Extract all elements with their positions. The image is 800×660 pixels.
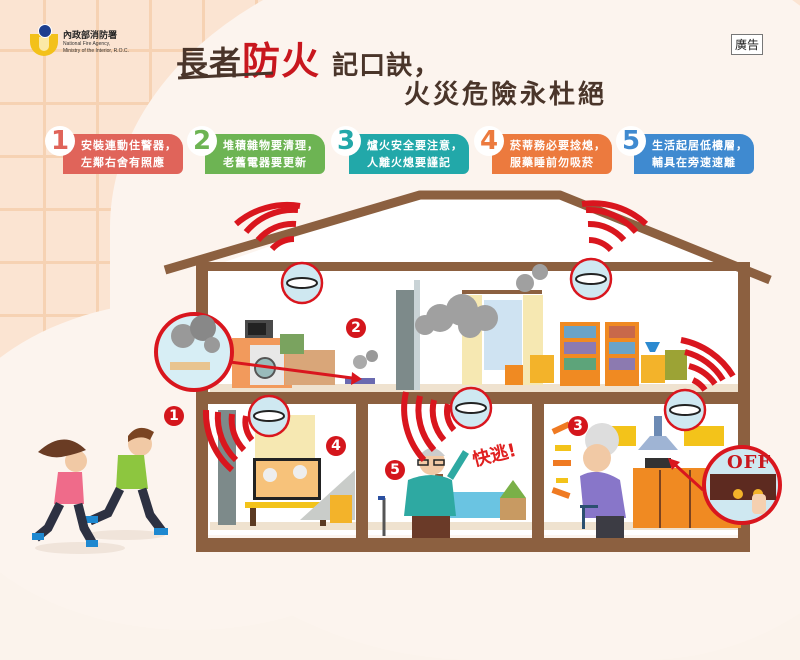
tip-number: 2 — [187, 126, 217, 156]
tip-number: 3 — [331, 126, 361, 156]
agency-name-en: Ministry of the Interior, R.O.C. — [63, 47, 129, 54]
tip-number: 1 — [45, 126, 75, 156]
phoenix-emblem-icon — [30, 24, 58, 58]
scene-label-3: 3 — [568, 416, 588, 436]
agency-name-en: National Fire Agency, — [63, 40, 111, 47]
running-people-illustration — [32, 427, 168, 554]
title-highlight: 防火 — [242, 38, 321, 83]
stove-off-sign: OFF — [727, 452, 772, 473]
scene-label-5: 5 — [385, 460, 405, 480]
smoke-detector-icon — [247, 257, 707, 438]
page-title: 長者防火 記口訣， — [176, 38, 441, 83]
alarm-wave-icon — [202, 200, 736, 473]
tip-number: 5 — [616, 126, 646, 156]
agency-logo: 內政部消防署 National Fire Agency, Ministry of… — [30, 24, 129, 58]
page-subtitle: 火災危險永杜絕 — [404, 80, 608, 110]
agency-name-zh: 內政部消防署 — [63, 30, 118, 41]
house-illustration — [32, 190, 782, 554]
scene-label-1: 1 — [164, 406, 184, 426]
ad-badge: 廣告 — [731, 34, 764, 55]
scene-label-2: 2 — [346, 318, 366, 338]
scene-label-4: 4 — [326, 436, 346, 456]
tip-number: 4 — [474, 126, 504, 156]
